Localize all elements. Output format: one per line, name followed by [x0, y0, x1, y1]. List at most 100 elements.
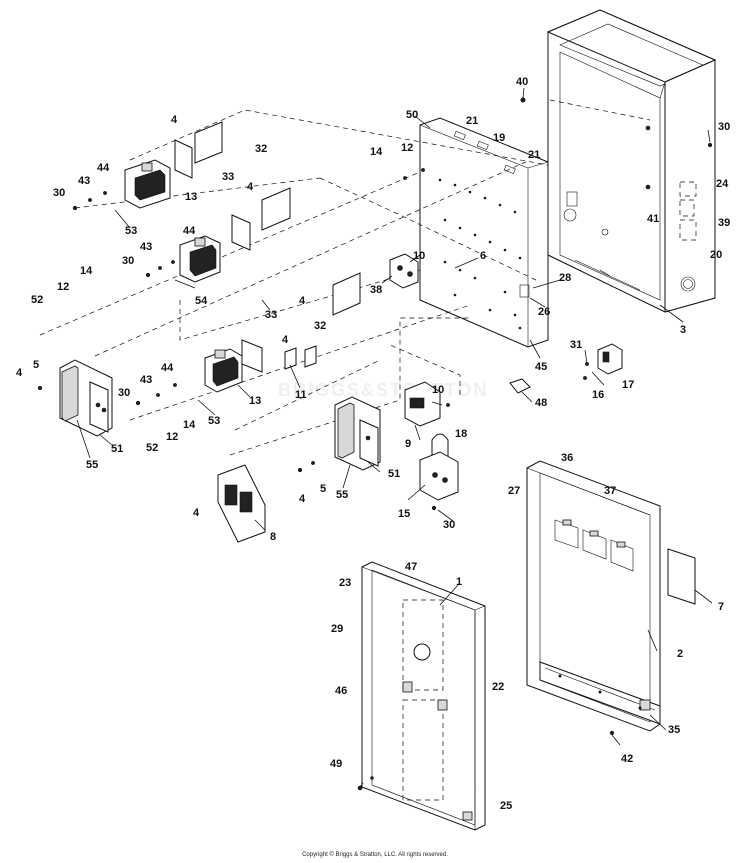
callout-10-b: 10: [432, 384, 444, 396]
callout-17: 17: [622, 379, 634, 391]
callout-38: 38: [370, 284, 382, 296]
callout-54: 54: [195, 295, 208, 307]
callout-31: 31: [570, 339, 582, 351]
callout-leader-lines: [76, 87, 713, 788]
callout-26: 26: [538, 306, 550, 318]
breaker-part-51-a: [59, 359, 113, 437]
callout-40: 40: [516, 76, 528, 88]
callout-32-a: 32: [255, 143, 267, 155]
clips-part-11: [284, 345, 317, 370]
callout-44-c: 44: [161, 362, 174, 374]
callout-48: 48: [535, 397, 547, 409]
callout-45: 45: [535, 361, 547, 373]
callout-28: 28: [559, 272, 571, 284]
callout-14-a: 14: [370, 146, 383, 158]
callout-46: 46: [335, 685, 347, 697]
callout-30-c: 30: [53, 187, 65, 199]
callout-53-a: 53: [125, 225, 137, 237]
fastener-dots: [37, 97, 713, 791]
callout-5-b: 5: [320, 483, 326, 495]
callout-51-a: 51: [111, 443, 123, 455]
callout-12-c: 12: [166, 431, 178, 443]
callout-33-a: 33: [222, 171, 234, 183]
callout-53-b: 53: [208, 415, 220, 427]
callout-5-a: 5: [33, 359, 39, 371]
callout-42: 42: [621, 753, 633, 765]
callout-44-b: 44: [183, 225, 196, 237]
shield-part-33-b: [231, 214, 251, 251]
callout-15: 15: [398, 508, 410, 520]
copyright-notice: Copyright © Briggs & Stratton, LLC. All …: [302, 852, 448, 858]
switch-part-17: [597, 343, 623, 375]
callout-4-g: 4: [193, 507, 200, 519]
callout-4-b: 4: [247, 181, 254, 193]
meter-part-18-15: [419, 433, 459, 501]
callout-2: 2: [677, 648, 683, 660]
callout-33-b: 33: [265, 309, 277, 321]
bracket-part-32-c: [332, 272, 361, 316]
callout-12-b: 12: [57, 281, 69, 293]
back-panel-part-50: [419, 117, 549, 348]
callout-52-a: 52: [31, 294, 43, 306]
breaker-part-51-b: [334, 396, 381, 471]
callout-30-b: 30: [443, 519, 455, 531]
callout-16: 16: [592, 389, 604, 401]
callout-7: 7: [718, 601, 724, 613]
callout-55-b: 55: [336, 489, 348, 501]
callout-11: 11: [295, 389, 307, 401]
callout-6: 6: [480, 250, 486, 262]
terminal-block-part-8: [217, 464, 266, 543]
callout-18: 18: [455, 428, 467, 440]
callout-4-e: 4: [16, 367, 23, 379]
callout-12-a: 12: [401, 142, 413, 154]
callout-10-a: 10: [413, 250, 425, 262]
enclosure-part-3: [546, 9, 717, 313]
callout-13-b: 13: [249, 395, 261, 407]
callout-3: 3: [680, 324, 686, 336]
callout-numbers: 3 2 1 7 40 50 21 19 21 14 12 30 24 41 39…: [16, 76, 730, 812]
callout-30-d: 30: [122, 255, 134, 267]
callout-4-f: 4: [299, 493, 306, 505]
callout-30-e: 30: [118, 387, 130, 399]
callout-50: 50: [406, 109, 418, 121]
callout-44-a: 44: [97, 162, 110, 174]
callout-4-d: 4: [282, 334, 289, 346]
callout-39: 39: [718, 217, 730, 229]
mounting-hole-pattern: [438, 178, 522, 330]
contactor-part-13-a: [124, 159, 171, 209]
callout-49: 49: [330, 758, 342, 770]
callout-14-c: 14: [183, 419, 196, 431]
callout-32-b: 32: [314, 320, 326, 332]
callout-47: 47: [405, 561, 417, 573]
callout-4-c: 4: [299, 295, 306, 307]
callout-21-a: 21: [466, 115, 478, 127]
outer-door-part-1: [361, 561, 486, 831]
callout-52-b: 52: [146, 442, 158, 454]
shield-part-33-c: [241, 339, 263, 373]
callout-30-a: 30: [718, 121, 730, 133]
callout-27: 27: [508, 485, 520, 497]
callout-51-b: 51: [388, 468, 400, 480]
callout-14-b: 14: [80, 265, 93, 277]
assembly-alignment-lines: [39, 99, 651, 456]
controller-part-38: [389, 253, 419, 289]
connector-part-48: [509, 378, 531, 394]
callout-9: 9: [405, 438, 411, 450]
label-part-7: [667, 548, 696, 605]
callout-13-a: 13: [185, 191, 197, 203]
callout-35: 35: [668, 724, 680, 736]
callout-21-b: 21: [528, 149, 540, 161]
callout-19: 19: [493, 132, 505, 144]
callout-36: 36: [561, 452, 573, 464]
callout-29: 29: [331, 623, 343, 635]
callout-41: 41: [647, 213, 659, 225]
callout-55-a: 55: [86, 459, 98, 471]
bracket-part-32-b: [261, 187, 291, 231]
shield-part-33-a: [174, 139, 193, 179]
callout-43-c: 43: [140, 374, 152, 386]
callout-1: 1: [456, 576, 462, 588]
bracket-part-32-a: [194, 121, 223, 164]
callout-23: 23: [339, 577, 351, 589]
contactor-part-13-c: [204, 348, 243, 393]
